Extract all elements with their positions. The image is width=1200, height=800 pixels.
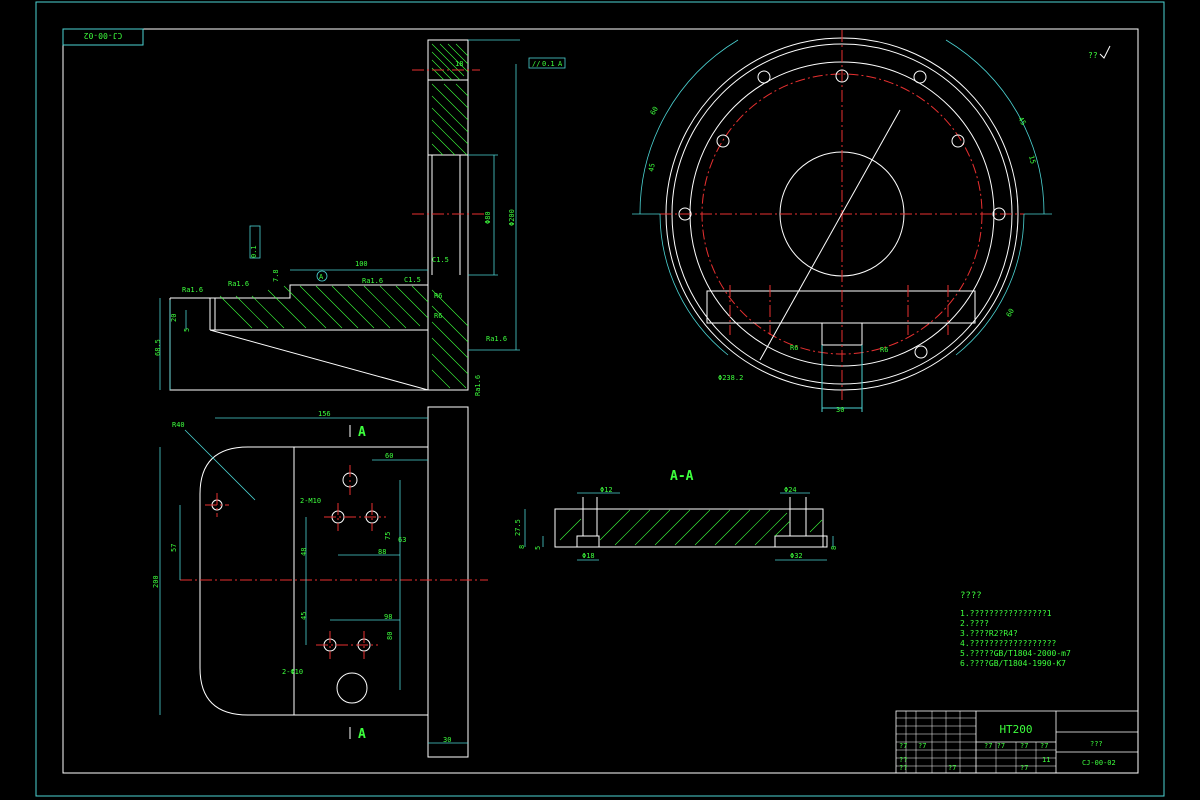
svg-text:0.1: 0.1 (542, 60, 555, 68)
svg-text:R6: R6 (434, 292, 442, 300)
front-section-view (169, 39, 486, 391)
svg-text:20: 20 (170, 314, 178, 322)
svg-text:1.????????????????1: 1.????????????????1 (960, 609, 1052, 618)
svg-text:Ra1.6: Ra1.6 (182, 286, 203, 294)
svg-text:R6: R6 (434, 312, 442, 320)
svg-text:Φ32: Φ32 (790, 552, 803, 560)
svg-text:100: 100 (355, 260, 368, 268)
svg-text:30: 30 (443, 736, 451, 744)
svg-text:??: ?? (899, 764, 907, 772)
svg-text:5.?????GB/T1804-2000-m7: 5.?????GB/T1804-2000-m7 (960, 649, 1071, 658)
svg-text://: // (532, 60, 540, 68)
svg-text:Φ238.2: Φ238.2 (718, 374, 743, 382)
svg-text:Ra1.6: Ra1.6 (362, 277, 383, 285)
svg-text:15: 15 (1027, 155, 1037, 165)
svg-text:Ra1.6: Ra1.6 (486, 335, 507, 343)
svg-text:?7: ?7 (918, 742, 926, 750)
svg-text:Φ24: Φ24 (784, 486, 797, 494)
svg-text:57: 57 (170, 544, 178, 552)
svg-text:0.1: 0.1 (250, 245, 258, 258)
svg-text:2-M10: 2-M10 (300, 497, 321, 505)
svg-text:4.??????????????????: 4.?????????????????? (960, 639, 1057, 648)
svg-text:60: 60 (385, 452, 393, 460)
svg-text:??: ?? (899, 756, 907, 764)
svg-text:?7: ?7 (1040, 742, 1048, 750)
svg-text:C1.5: C1.5 (404, 276, 421, 284)
front-view-dimensions (159, 39, 566, 390)
svg-text:C1.5: C1.5 (432, 256, 449, 264)
section-view-dimensions (524, 492, 834, 561)
svg-text:18: 18 (455, 60, 463, 68)
svg-text:80: 80 (386, 632, 394, 640)
svg-text:3.????R2?R4?: 3.????R2?R4? (960, 629, 1018, 638)
svg-text:A: A (358, 425, 366, 440)
svg-text:A: A (319, 273, 324, 281)
title-block-texts: HT200 ??? CJ-00-02 ?? ?? ?7 ?7 ?7 ?7 ?7 … (899, 723, 1116, 772)
svg-text:?7: ?7 (1020, 764, 1028, 772)
svg-text:6.????GB/T1804-1990-K7: 6.????GB/T1804-1990-K7 (960, 659, 1066, 668)
svg-text:8: 8 (518, 545, 526, 549)
svg-text:A: A (558, 60, 563, 68)
technical-requirements: ???? 1.????????????????1 2.???? 3.????R2… (960, 591, 1071, 668)
section-title: A-A (670, 469, 694, 484)
svg-text:?7: ?7 (948, 764, 956, 772)
svg-text:60: 60 (649, 105, 660, 116)
part-name: ??? (1090, 740, 1103, 748)
section-a-a-view (554, 497, 828, 548)
svg-text:?7: ?7 (1020, 742, 1028, 750)
svg-text:75: 75 (384, 532, 392, 540)
svg-text:8: 8 (830, 546, 838, 550)
svg-text:5: 5 (534, 546, 542, 550)
svg-text:27.5: 27.5 (514, 519, 522, 536)
svg-text:11: 11 (1042, 756, 1050, 764)
svg-text:??: ?? (1088, 51, 1098, 60)
svg-text:CJ-00-02: CJ-00-02 (84, 31, 123, 40)
drawing-frame (35, 1, 1165, 797)
svg-text:R6: R6 (790, 344, 798, 352)
drawing-number: CJ-00-02 (1082, 759, 1116, 767)
svg-text:7.8: 7.8 (272, 269, 280, 282)
svg-text:A: A (358, 727, 366, 742)
svg-text:?7 ?7: ?7 ?7 (984, 742, 1005, 750)
front-view-dimension-texts: 100 7.8 C1.5 C1.5 Ra1.6 Ra1.6 Ra1.6 Ra1.… (154, 60, 563, 396)
svg-text:2-Φ10: 2-Φ10 (282, 668, 303, 676)
title-block (895, 710, 1139, 774)
svg-text:156: 156 (318, 410, 331, 418)
flange-view-dimension-texts: Φ238.2 R6 R6 30 60 45 15 45 60 (647, 105, 1037, 414)
svg-text:68.5: 68.5 (154, 339, 162, 356)
svg-text:????: ???? (960, 591, 982, 601)
svg-text:63: 63 (398, 536, 406, 544)
drawing-code-box: CJ-00-02 (62, 28, 144, 46)
svg-text:60: 60 (1005, 307, 1016, 318)
svg-text:5: 5 (183, 328, 191, 332)
svg-text:Φ18: Φ18 (582, 552, 595, 560)
section-view-dimension-texts: Φ12 Φ24 Φ18 Φ32 27.5 5 8 8 (514, 486, 838, 560)
svg-text:88: 88 (378, 548, 386, 556)
svg-text:Ra1.6: Ra1.6 (228, 280, 249, 288)
top-view-dimension-texts: 156 R40 60 2-M10 75 88 48 63 57 200 45 9… (152, 410, 451, 744)
material-label: HT200 (999, 723, 1032, 736)
svg-text:R40: R40 (172, 421, 185, 429)
top-view-dimensions (159, 417, 468, 744)
top-view (180, 406, 488, 758)
svg-text:200: 200 (152, 575, 160, 588)
svg-text:Φ200: Φ200 (508, 209, 516, 226)
svg-text:Φ12: Φ12 (600, 486, 613, 494)
svg-text:48: 48 (300, 548, 308, 556)
svg-text:98: 98 (384, 613, 392, 621)
svg-text:30: 30 (836, 406, 844, 414)
flange-circular-view (632, 30, 1052, 412)
roughness-symbol-general: ?? (1088, 45, 1111, 60)
svg-text:?7: ?7 (899, 742, 907, 750)
svg-text:45: 45 (1016, 116, 1027, 127)
svg-text:Ra1.6: Ra1.6 (474, 375, 482, 396)
svg-text:R6: R6 (880, 346, 888, 354)
svg-text:45: 45 (300, 612, 308, 620)
svg-text:2.????: 2.???? (960, 619, 989, 628)
svg-text:Φ80: Φ80 (484, 211, 492, 224)
section-marks: A A (349, 425, 366, 742)
svg-text:45: 45 (647, 163, 656, 173)
